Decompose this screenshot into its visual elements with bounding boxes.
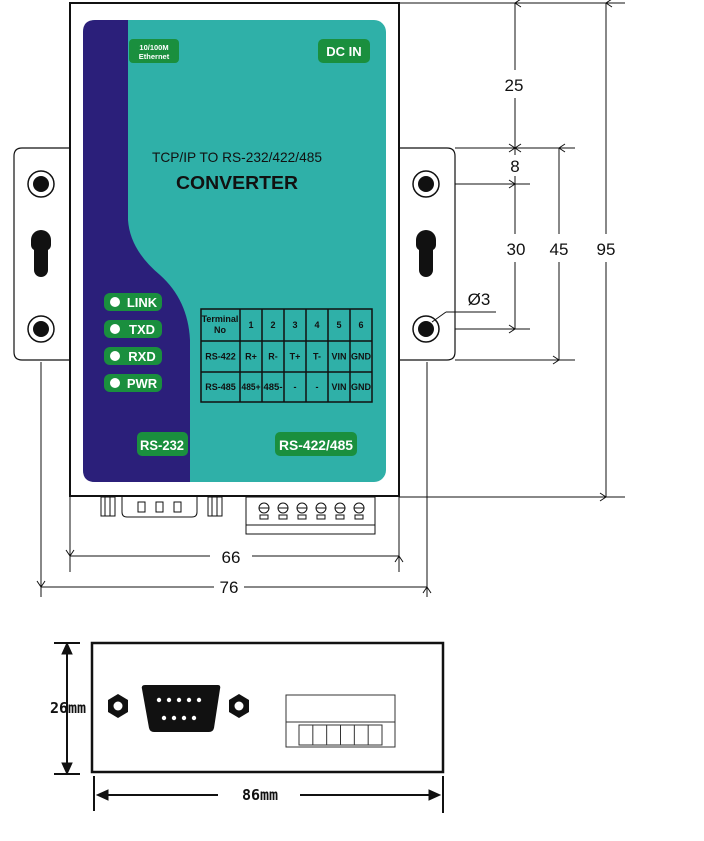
led-txd: TXD — [104, 320, 162, 338]
led-label: RXD — [128, 349, 155, 364]
keyhole-slot-icon — [31, 230, 51, 277]
right-mounting-bracket — [399, 147, 456, 361]
led-rxd: RXD — [104, 347, 162, 365]
table-cell: VIN — [331, 352, 346, 362]
dim-bracket-width: 76 — [220, 578, 239, 597]
ethernet-badge: 10/100M Ethernet — [129, 39, 179, 63]
table-cell: VIN — [331, 382, 346, 392]
dim-hole-offset: 8 — [510, 157, 519, 176]
table-cell: T- — [313, 352, 321, 362]
rs422-485-label: RS-422/485 — [279, 437, 353, 453]
db9-connector-icon — [141, 685, 221, 732]
rs422-485-badge: RS-422/485 — [275, 432, 357, 456]
table-header-cell: 3 — [292, 320, 297, 330]
dc-in-label: DC IN — [326, 44, 361, 59]
table-cell: GND — [351, 352, 372, 362]
led-link: LINK — [104, 293, 162, 311]
dim-total-height: 95 — [597, 240, 616, 259]
left-mounting-bracket — [13, 147, 70, 361]
dim-side-height: 26mm — [50, 699, 86, 717]
table-header-cell: 4 — [314, 320, 319, 330]
side-dimension-lines — [54, 641, 444, 813]
terminal-block-top-view — [245, 496, 376, 535]
table-header-no: No — [214, 325, 226, 335]
terminal-screw-icon — [296, 502, 308, 520]
table-cell: - — [316, 382, 319, 392]
table-cell: RS-422 — [205, 352, 236, 362]
rs232-label: RS-232 — [140, 437, 184, 453]
led-dot-icon — [110, 324, 120, 334]
led-indicators: LINK TXD RXD PWR — [104, 293, 162, 392]
led-dot-icon — [110, 297, 120, 307]
dim-bracket-height: 45 — [550, 240, 569, 259]
table-header-cell: 5 — [336, 320, 341, 330]
table-header-cell: 6 — [358, 320, 363, 330]
side-view — [90, 641, 445, 774]
table-cell: 485+ — [242, 382, 261, 392]
table-cell: 485- — [264, 382, 283, 392]
rs232-badge: RS-232 — [137, 432, 188, 456]
terminal-screw-icon — [258, 502, 270, 520]
table-cell: GND — [351, 382, 372, 392]
front-panel — [83, 20, 386, 482]
table-header-cell: 2 — [270, 320, 275, 330]
led-label: TXD — [129, 322, 155, 337]
dim-side-width: 86mm — [242, 786, 278, 804]
led-pwr: PWR — [104, 374, 162, 392]
dim-top-offset: 25 — [505, 76, 524, 95]
terminal-screw-icon — [277, 502, 289, 520]
keyhole-slot-icon — [416, 230, 436, 277]
led-dot-icon — [110, 378, 120, 388]
db9-connector-top-view — [100, 496, 223, 518]
ethernet-badge-line2: Ethernet — [139, 52, 170, 61]
led-label: PWR — [127, 376, 158, 391]
table-cell: RS-485 — [205, 382, 236, 392]
dim-hole-spacing: 30 — [507, 240, 526, 259]
dc-in-badge: DC IN — [318, 39, 370, 63]
table-header-terminal: Terminal — [202, 314, 239, 324]
table-cell: - — [294, 382, 297, 392]
navy-accent-band — [83, 20, 190, 482]
terminal-screw-icon — [315, 502, 327, 520]
table-header-cell: 1 — [248, 320, 253, 330]
table-cell: R+ — [245, 352, 257, 362]
terminal-screw-icon — [334, 502, 346, 520]
dimension-lines — [36, 0, 625, 597]
dim-body-width: 66 — [222, 548, 241, 567]
terminal-screw-icon — [353, 502, 365, 520]
led-label: LINK — [127, 295, 158, 310]
ethernet-badge-line1: 10/100M — [139, 43, 168, 52]
table-cell: R- — [268, 352, 278, 362]
table-cell: T+ — [290, 352, 301, 362]
device-title-line1: TCP/IP TO RS-232/422/485 — [152, 149, 322, 165]
led-dot-icon — [110, 351, 120, 361]
device-title-line2: CONVERTER — [176, 173, 298, 193]
dim-hole-diameter: Ø3 — [468, 290, 491, 309]
